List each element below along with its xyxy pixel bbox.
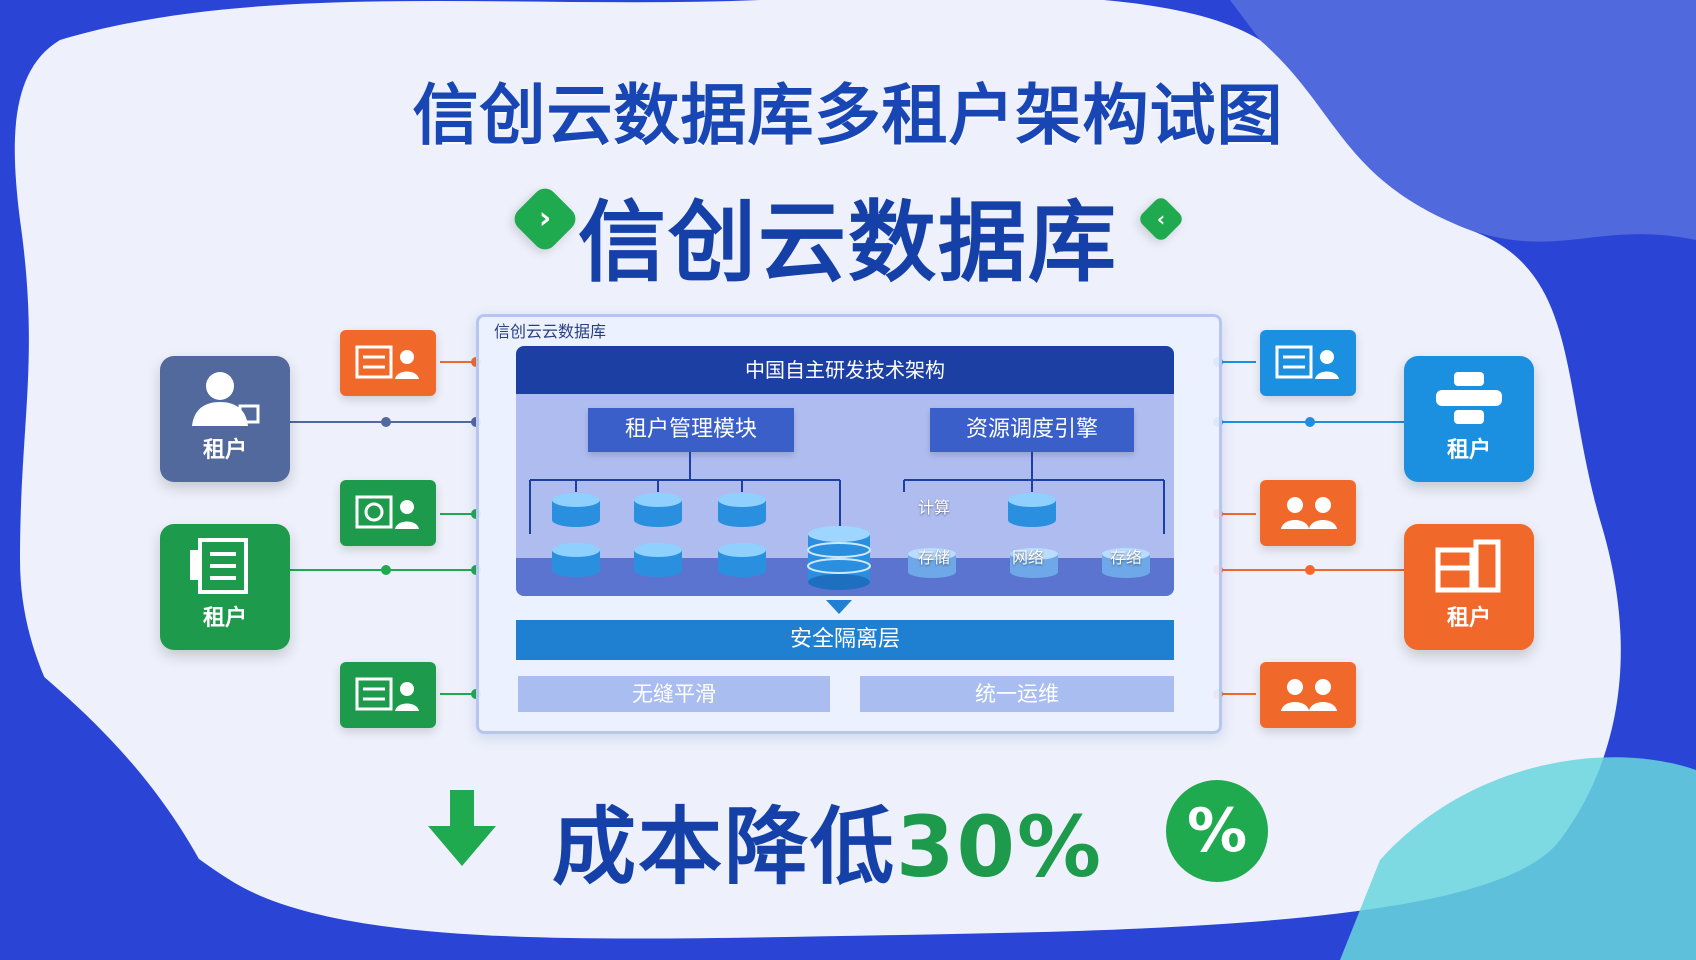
- tenant-chip-blue[interactable]: [1260, 330, 1356, 396]
- users-icon: [1281, 679, 1337, 711]
- network-cylinder-icon: [1010, 548, 1058, 578]
- unified-ops-bar: 统一运维: [860, 676, 1174, 712]
- database-icon: [1008, 493, 1056, 527]
- arrow-down-icon: [428, 790, 496, 866]
- resource-network: 网络: [1012, 548, 1045, 567]
- tenant-card-right-mid[interactable]: 租户: [1404, 524, 1534, 650]
- security-isolation-layer: 安全隔离层: [516, 620, 1174, 660]
- tenant-label: 租户: [202, 606, 247, 631]
- tenant-chip-orange-2[interactable]: [1260, 662, 1356, 728]
- server-user-icon: [355, 345, 419, 379]
- cost-reduction-text: 成本降低30%: [552, 780, 1103, 901]
- database-icon: [718, 493, 766, 527]
- server-user-icon: [1275, 345, 1339, 379]
- storage-cylinder-icon: [908, 548, 956, 578]
- main-title: 信创云数据库: [577, 191, 1118, 294]
- users-icon: [1281, 497, 1337, 529]
- resource-scheduling-engine: 资源调度引擎: [930, 408, 1134, 452]
- tenant-label: 租户: [1446, 438, 1491, 463]
- arrow-down-icon: [826, 600, 852, 614]
- architecture-header: 中国自主研发技术架构: [516, 346, 1174, 394]
- database-icon: [552, 543, 600, 577]
- panel-caption: 信创云云数据库: [494, 322, 607, 341]
- tenant-chip-orange-1[interactable]: [1260, 480, 1356, 546]
- database-icon: [634, 493, 682, 527]
- tenant-chip-green-1[interactable]: [340, 480, 436, 546]
- server-user-icon: [355, 677, 419, 711]
- storage-network-cylinder-icon: [1102, 548, 1150, 578]
- tenant-label: 租户: [1446, 606, 1491, 631]
- resource-storage: 存储: [918, 548, 951, 567]
- tenant-card-right-top[interactable]: 租户: [1404, 356, 1534, 482]
- database-icon: [552, 493, 600, 527]
- server-user-icon: [355, 495, 419, 529]
- tenant-chip-green-2[interactable]: [340, 662, 436, 728]
- database-icon: [634, 543, 682, 577]
- database-icon: [718, 543, 766, 577]
- percent-icon: %: [1166, 780, 1268, 882]
- resource-storage-network: 存络: [1110, 548, 1143, 567]
- user-icon: [192, 372, 260, 426]
- tenant-management-module: 租户管理模块: [588, 408, 794, 452]
- tenant-card-left-mid[interactable]: 租户: [160, 524, 290, 650]
- building-icon: [1435, 539, 1501, 593]
- top-title: 信创云数据库多租户架构试图: [412, 77, 1284, 154]
- cost-reduction-label: 成本降低: [552, 798, 897, 896]
- tenant-label: 租户: [202, 438, 247, 463]
- seamless-bar: 无缝平滑: [518, 676, 830, 712]
- cost-reduction-percent: 30%: [896, 798, 1104, 896]
- tenant-chip-orange[interactable]: [340, 330, 436, 396]
- document-icon: [190, 538, 248, 594]
- central-database-icon: [807, 526, 871, 590]
- architecture-diagram: [529, 452, 1165, 590]
- network-device-icon: [1436, 372, 1502, 424]
- tenant-card-left-top[interactable]: 租户: [160, 356, 290, 482]
- resource-compute: 计算: [918, 498, 951, 517]
